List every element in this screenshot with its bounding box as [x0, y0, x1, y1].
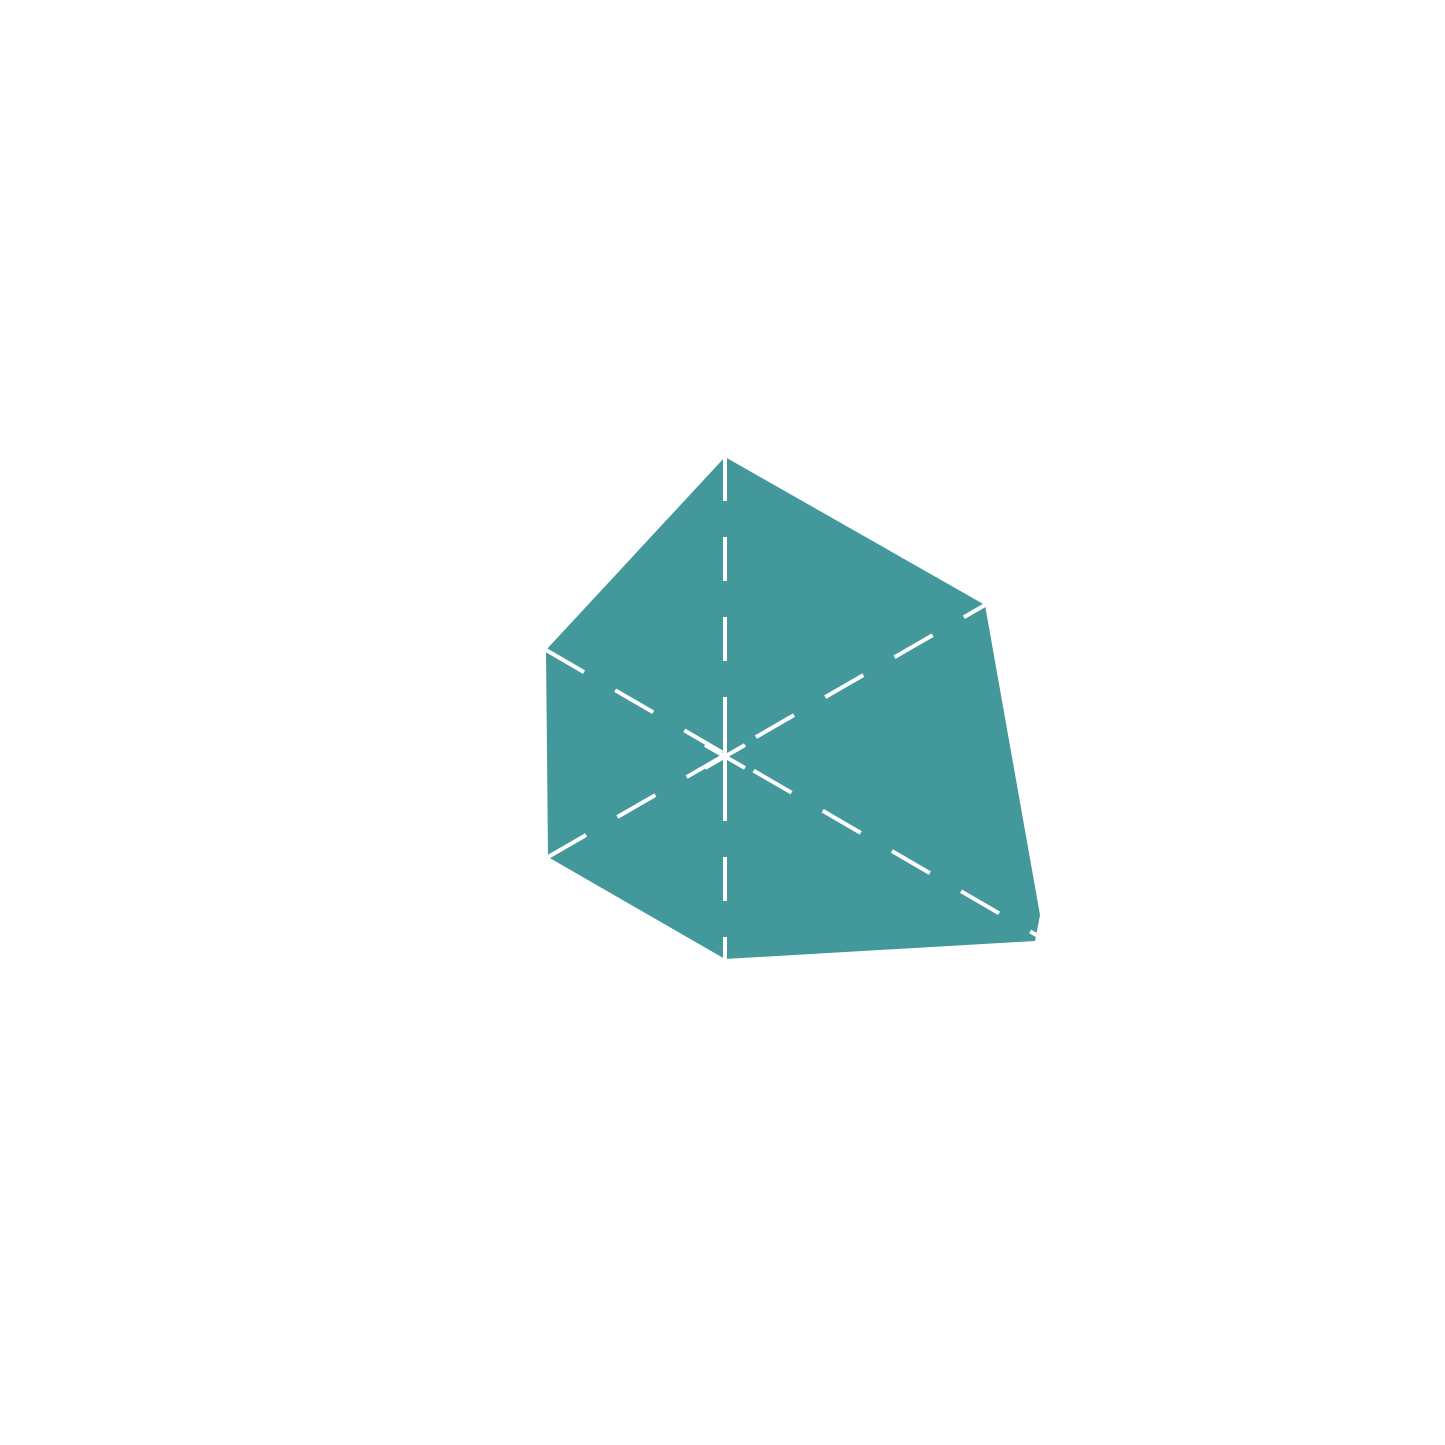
asterisk-stroke-diagonal-b [704, 743, 746, 770]
axis-line-diagonal-left-to-right-up [547, 603, 986, 859]
asterisk-icon [704, 734, 746, 779]
filled-polygon [546, 457, 1040, 959]
axis-line-diagonal-left-to-right-down [544, 648, 1047, 942]
